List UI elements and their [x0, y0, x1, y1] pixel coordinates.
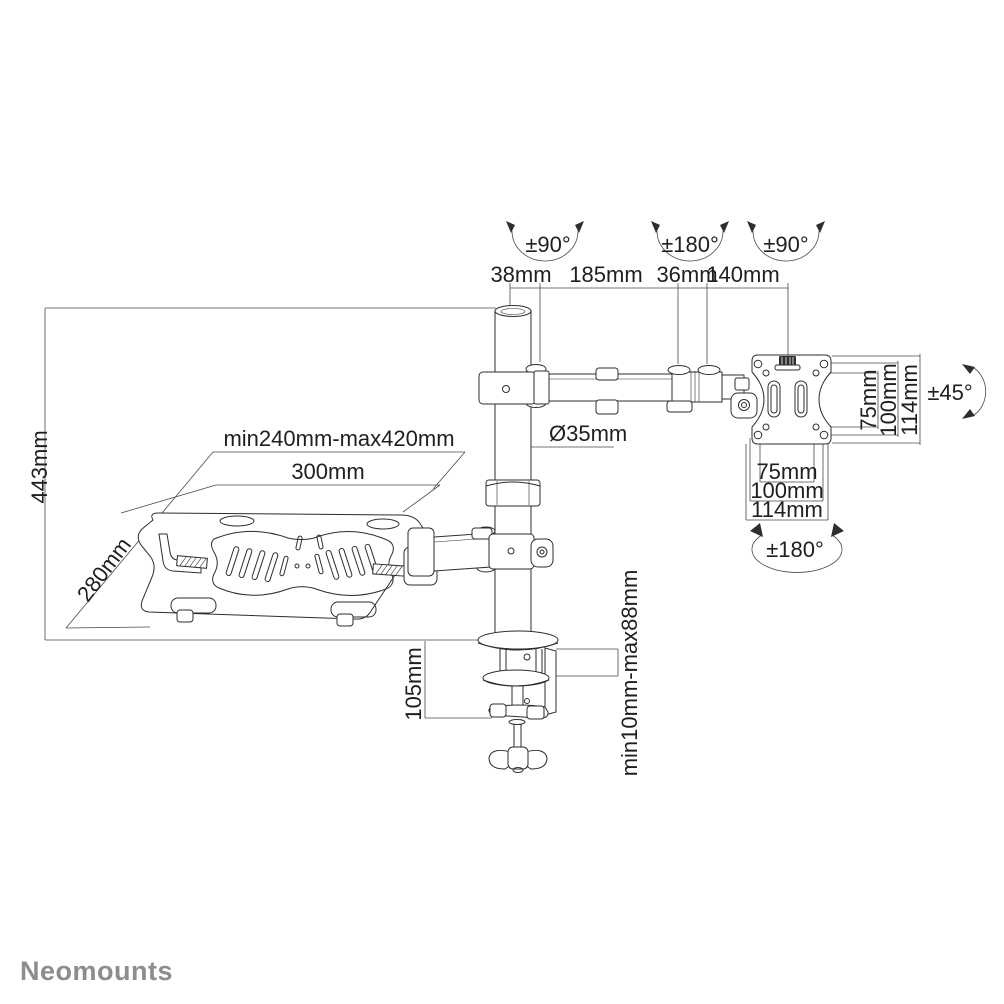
rotation-arc-vesa-tilt — [962, 364, 987, 419]
desk-clamp — [477, 630, 559, 773]
vesa-bottom-100-label: 100mm — [750, 478, 823, 503]
pole-collar — [485, 479, 541, 507]
brand-logo: Neomounts — [20, 956, 173, 986]
vesa-plate — [751, 354, 832, 445]
vesa-bottom-114-label: 114mm — [751, 497, 823, 522]
dim-36mm-label: 36mm — [656, 262, 717, 287]
clamp-wing-knob — [488, 746, 548, 773]
rotation-arc-vesa-rotate — [750, 523, 844, 573]
vesa-knob — [774, 356, 801, 371]
dim-38mm-label: 38mm — [490, 262, 551, 287]
vesa-bottom-75-label: 75mm — [756, 459, 817, 484]
dim-140mm-label: 140mm — [706, 262, 779, 287]
tray-vent-slots — [225, 534, 379, 583]
pole — [494, 305, 532, 638]
rot-elbow-label: ±180° — [661, 232, 719, 257]
upper-arm — [478, 364, 758, 419]
pole-height-label: 443mm — [27, 430, 52, 503]
clamp-height-label: 105mm — [401, 647, 426, 720]
vesa-side-75-label: 75mm — [856, 369, 881, 430]
pole-diameter-label: Ø35mm — [549, 421, 627, 446]
dimension-lines — [44, 221, 987, 719]
clamp-range-label: min10mm-max88mm — [617, 570, 642, 777]
rot-pole-label: ±90° — [525, 232, 570, 257]
rotation-arc-pole — [506, 221, 584, 262]
rotation-arc-vesa-swivel — [747, 221, 825, 262]
lower-arm — [407, 526, 554, 577]
vesa-side-114-label: 114mm — [897, 364, 922, 436]
tray-width-label: 300mm — [291, 459, 364, 484]
vesa-rotation-label: ±180° — [766, 537, 824, 562]
rotation-arc-elbow — [651, 221, 729, 262]
dim-185mm-label: 185mm — [569, 262, 642, 287]
rot-vesa-swivel-label: ±90° — [763, 232, 808, 257]
vesa-tilt-label: ±45° — [927, 380, 972, 405]
tray-range-label: min240mm-max420mm — [223, 426, 454, 451]
laptop-tray — [137, 512, 439, 627]
vesa-side-100-label: 100mm — [876, 363, 901, 436]
tray-left-clip — [158, 533, 208, 574]
tray-depth-label: 280mm — [72, 533, 136, 607]
